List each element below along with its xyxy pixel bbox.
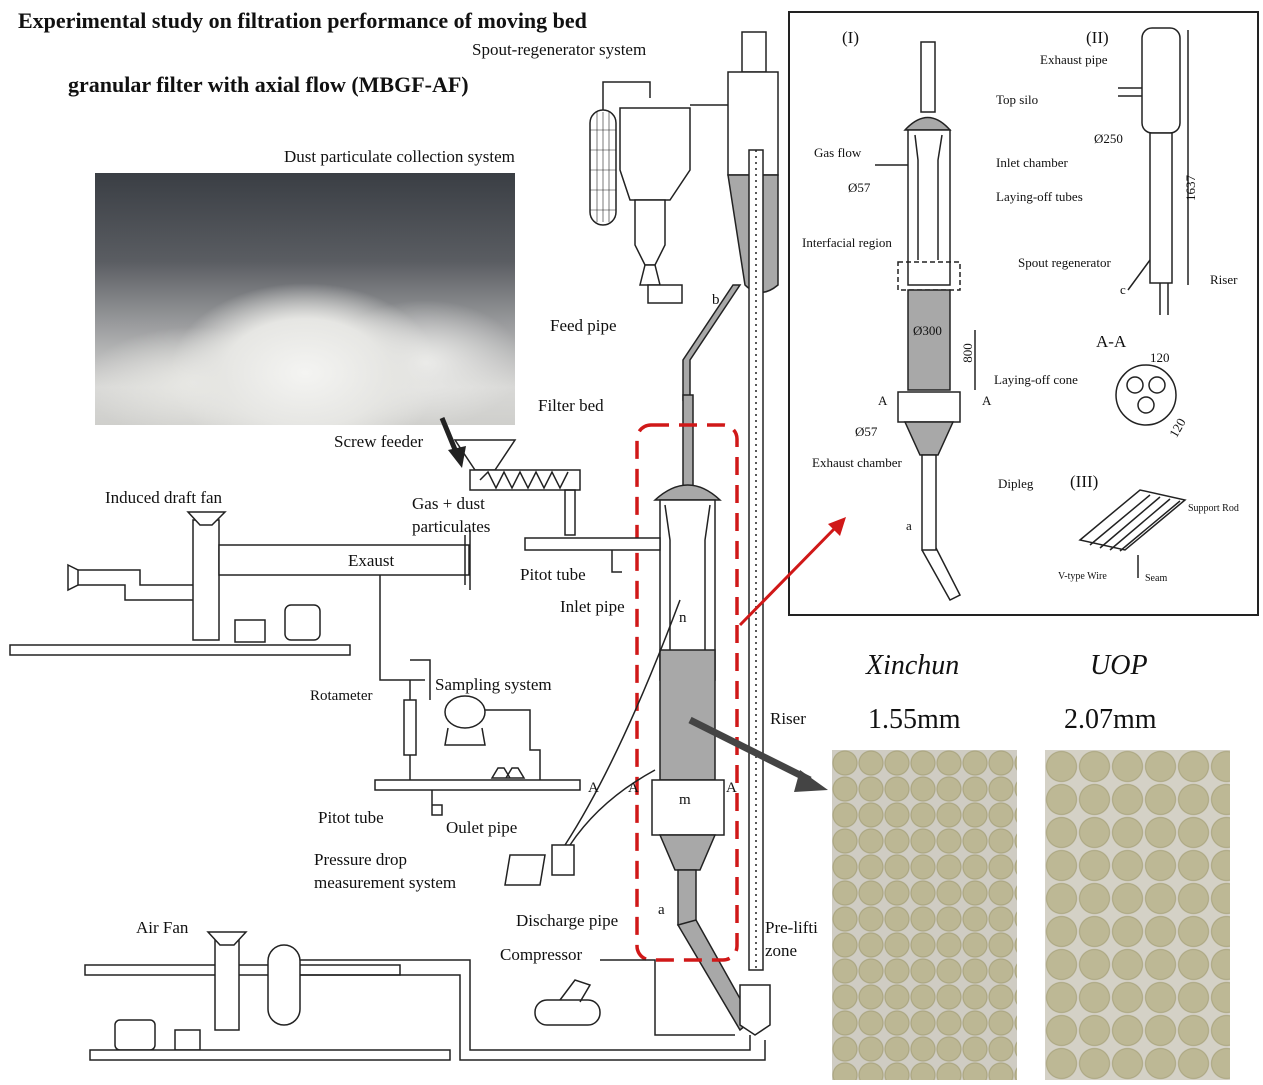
mark-a-right: A xyxy=(726,780,737,796)
detail-h1637: 1637 xyxy=(1183,175,1198,201)
label-air-fan: Air Fan xyxy=(136,918,189,937)
label-screw-feeder: Screw feeder xyxy=(334,432,424,451)
uop-size: 2.07mm xyxy=(1064,704,1157,735)
detail-sec-ii: (II) xyxy=(1086,28,1109,47)
detail-laying-off-cone: Laying-off cone xyxy=(994,372,1078,387)
xinchun-particles-photo xyxy=(832,750,1017,1080)
mark-b: b xyxy=(712,292,720,308)
detail-spout-regenerator: Spout regenerator xyxy=(1018,255,1111,270)
detail-d300: Ø300 xyxy=(913,323,942,338)
mark-n: n xyxy=(679,610,687,626)
label-gas-dust-2: particulates xyxy=(412,517,491,536)
regen-top xyxy=(741,31,767,73)
detail-d57-top: Ø57 xyxy=(848,180,871,195)
label-pressure-drop-2: measurement system xyxy=(314,873,457,892)
detail-sec-i: (I) xyxy=(842,28,859,47)
detail-exhaust-pipe: Exhaust pipe xyxy=(1040,52,1108,67)
label-pre-lifting-2: zone xyxy=(765,941,798,960)
detail-sec-iii: (III) xyxy=(1070,472,1099,491)
uop-name: UOP xyxy=(1090,650,1148,681)
detail-laying-off-tubes: Laying-off tubes xyxy=(996,189,1083,204)
label-sampling-system: Sampling system xyxy=(435,675,552,694)
label-inlet-pipe: Inlet pipe xyxy=(560,597,625,616)
mark-m: m xyxy=(679,792,691,808)
label-pitot-tube-bottom: Pitot tube xyxy=(318,808,384,827)
detail-h800: 800 xyxy=(959,343,975,363)
detail-support-rod: Support Rod xyxy=(1188,503,1239,514)
detail-mark-A-right: A xyxy=(982,393,992,408)
label-rotameter: Rotameter xyxy=(310,688,373,704)
red-callout-arrow xyxy=(738,523,840,627)
title-line-1: Experimental study on filtration perform… xyxy=(18,8,587,33)
filter-bed-highlight xyxy=(635,423,739,962)
mark-a-low: a xyxy=(658,902,665,918)
label-pressure-drop-1: Pressure drop xyxy=(314,850,408,869)
detail-mark-A-left: A xyxy=(878,393,888,408)
uop-particles-photo xyxy=(1045,750,1230,1080)
label-riser: Riser xyxy=(770,709,806,728)
detail-seam: Seam xyxy=(1145,573,1168,584)
detail-mark-a: a xyxy=(906,518,912,533)
dust-powder-photo xyxy=(95,173,515,425)
detail-dipleg: Dipleg xyxy=(998,476,1034,491)
label-exaust: Exaust xyxy=(348,551,395,570)
detail-mark-c: c xyxy=(1120,282,1126,297)
label-oulet-pipe: Oulet pipe xyxy=(446,818,518,837)
label-dust-collection: Dust particulate collection system xyxy=(284,147,515,166)
mark-a-left: A xyxy=(628,780,639,796)
label-compressor: Compressor xyxy=(500,945,583,964)
mark-a-outlet: A xyxy=(588,780,599,796)
xinchun-name: Xinchun xyxy=(866,650,960,681)
dark-callout-arrow xyxy=(688,716,812,784)
title-line-2: granular filter with axial flow (MBGF-AF… xyxy=(68,72,469,97)
label-pre-lifting-1: Pre-lifti xyxy=(765,918,818,937)
detail-120-top: 120 xyxy=(1150,350,1170,365)
xinchun-size: 1.55mm xyxy=(868,704,961,735)
detail-d57-bottom: Ø57 xyxy=(855,424,878,439)
detail-d250: Ø250 xyxy=(1094,131,1123,146)
label-gas-dust-1: Gas + dust xyxy=(412,494,485,513)
detail-gas-flow: Gas flow xyxy=(814,145,862,160)
label-induced-draft-fan: Induced draft fan xyxy=(105,488,223,507)
label-pitot-tube-top: Pitot tube xyxy=(520,565,586,584)
label-spout-regenerator-system: Spout-regenerator system xyxy=(472,40,647,59)
detail-section-aa: A-A xyxy=(1096,332,1127,351)
detail-frame xyxy=(788,11,1259,616)
detail-exhaust-chamber: Exhaust chamber xyxy=(812,455,902,470)
detail-riser: Riser xyxy=(1210,272,1238,287)
detail-interfacial-region: Interfacial region xyxy=(802,235,892,250)
detail-inlet-chamber: Inlet chamber xyxy=(996,155,1068,170)
detail-v-wire: V-type Wire xyxy=(1058,571,1107,582)
detail-top-silo: Top silo xyxy=(996,92,1039,107)
label-feed-pipe: Feed pipe xyxy=(550,316,617,335)
label-discharge-pipe: Discharge pipe xyxy=(516,911,619,930)
label-filter-bed: Filter bed xyxy=(538,396,604,415)
callout-arrows xyxy=(439,417,846,792)
